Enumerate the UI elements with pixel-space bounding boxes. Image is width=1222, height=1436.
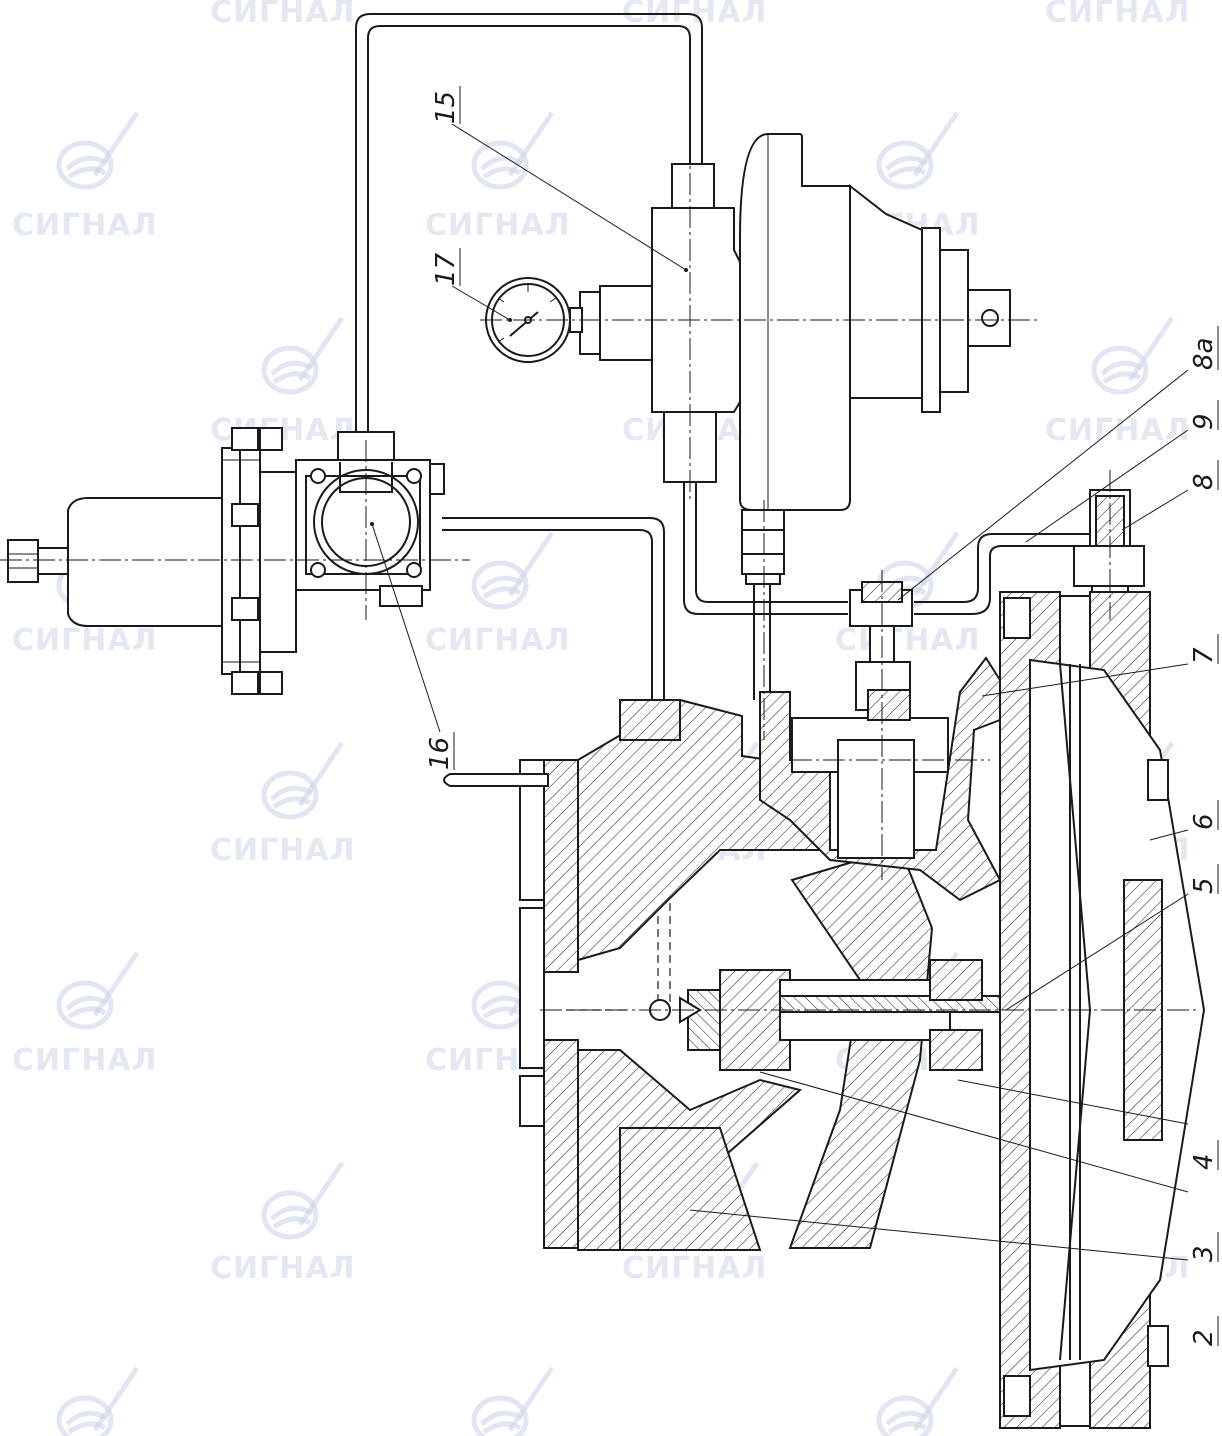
watermark-text: СИГНАЛ [425,623,570,658]
watermark-text: СИГНАЛ [1045,0,1190,30]
watermark-logo [264,318,342,392]
callout-8a: 8а [1189,338,1219,370]
callout-9: 9 [1189,413,1219,430]
watermark-text: СИГНАЛ [425,208,570,243]
callout-4: 4 [1189,1153,1219,1170]
watermark-text: СИГНАЛ [1045,413,1190,448]
watermark-logo [474,1368,552,1436]
watermark-logo [264,743,342,817]
stabilizer-regulator-15 [579,133,1011,585]
watermark-logo [59,1368,137,1436]
watermark-text: СИГНАЛ [210,0,355,30]
watermark-logo [1094,318,1172,392]
callout-leaders [370,123,1189,1261]
watermark-logo [59,953,137,1027]
centerlines [0,140,1200,1011]
watermark-logo [264,1163,342,1237]
callout-6: 6 [1189,813,1219,830]
watermark-logo [474,533,552,607]
callout-15: 15 [431,91,461,124]
pilot-regulator-16 [7,427,445,695]
callout-17: 17 [431,252,461,286]
watermark-text: СИГНАЛ [12,623,157,658]
watermark-text: СИГНАЛ [12,208,157,243]
watermark-text: СИГНАЛ [210,1251,355,1286]
watermark-text: СИГНАЛ [12,1043,157,1078]
watermark-logo [474,113,552,187]
callout-7: 7 [1189,647,1219,664]
watermark-logo [879,1368,957,1436]
watermark-logo [879,113,957,187]
callout-labels: 15 17 16 8а 9 8 7 6 [425,86,1219,1346]
watermark-text: СИГНАЛ [835,623,980,658]
callout-8: 8 [1189,473,1219,490]
callout-5: 5 [1189,877,1219,894]
callout-3: 3 [1189,1245,1219,1262]
watermark-logo [59,113,137,187]
watermark-text: СИГНАЛ [622,1251,767,1286]
callout-2: 2 [1189,1329,1219,1346]
callout-16: 16 [425,737,455,770]
main-valve-body [443,656,1127,1251]
watermark-text: СИГНАЛ [210,833,355,868]
